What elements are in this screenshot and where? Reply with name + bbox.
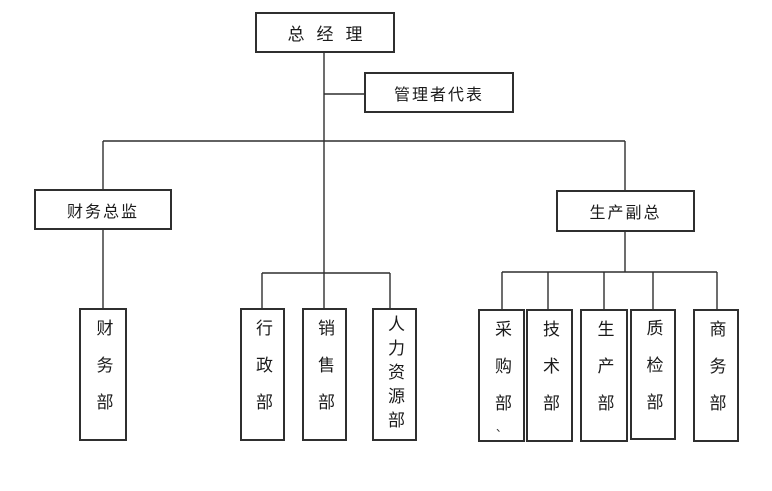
org-node-sales-dept-label: 销售部	[315, 319, 334, 430]
org-node-sales-dept: 销售部	[302, 308, 347, 441]
org-node-finance-director: 财务总监	[34, 189, 172, 230]
org-node-tech-dept: 技术部	[526, 309, 573, 442]
org-node-finance-dept: 财务部	[79, 308, 127, 441]
org-node-production-vp-label: 生产副总	[589, 205, 662, 222]
org-node-ceo: 总经理	[255, 12, 395, 53]
org-node-ceo-label: 总经理	[287, 25, 375, 44]
org-node-hr-dept-label: 人力资源部	[385, 314, 404, 435]
org-node-commerce-dept-label: 商务部	[706, 320, 726, 431]
org-node-management-representative-label: 管理者代表	[393, 86, 484, 104]
org-node-tech-dept-label: 技术部	[540, 320, 559, 431]
org-node-qc-dept-label: 质检部	[643, 319, 663, 430]
org-node-purchasing-dept: 采购部 、	[478, 309, 525, 442]
org-node-production-dept-label: 生产部	[594, 320, 614, 431]
org-node-finance-director-label: 财务总监	[66, 203, 139, 221]
org-node-purchasing-dept-label: 采购部	[492, 320, 511, 431]
org-node-production-vp: 生产副总	[556, 190, 695, 232]
org-node-hr-dept: 人力资源部	[372, 308, 417, 441]
purchasing-dept-mark: 、	[496, 422, 507, 434]
org-node-qc-dept: 质检部	[630, 309, 676, 440]
org-node-production-dept: 生产部	[580, 309, 628, 442]
org-node-commerce-dept: 商务部	[693, 309, 739, 442]
org-node-management-representative: 管理者代表	[364, 72, 514, 113]
org-node-admin-dept: 行政部	[240, 308, 285, 441]
org-node-finance-dept-label: 财务部	[93, 319, 113, 430]
org-node-admin-dept-label: 行政部	[253, 319, 272, 430]
